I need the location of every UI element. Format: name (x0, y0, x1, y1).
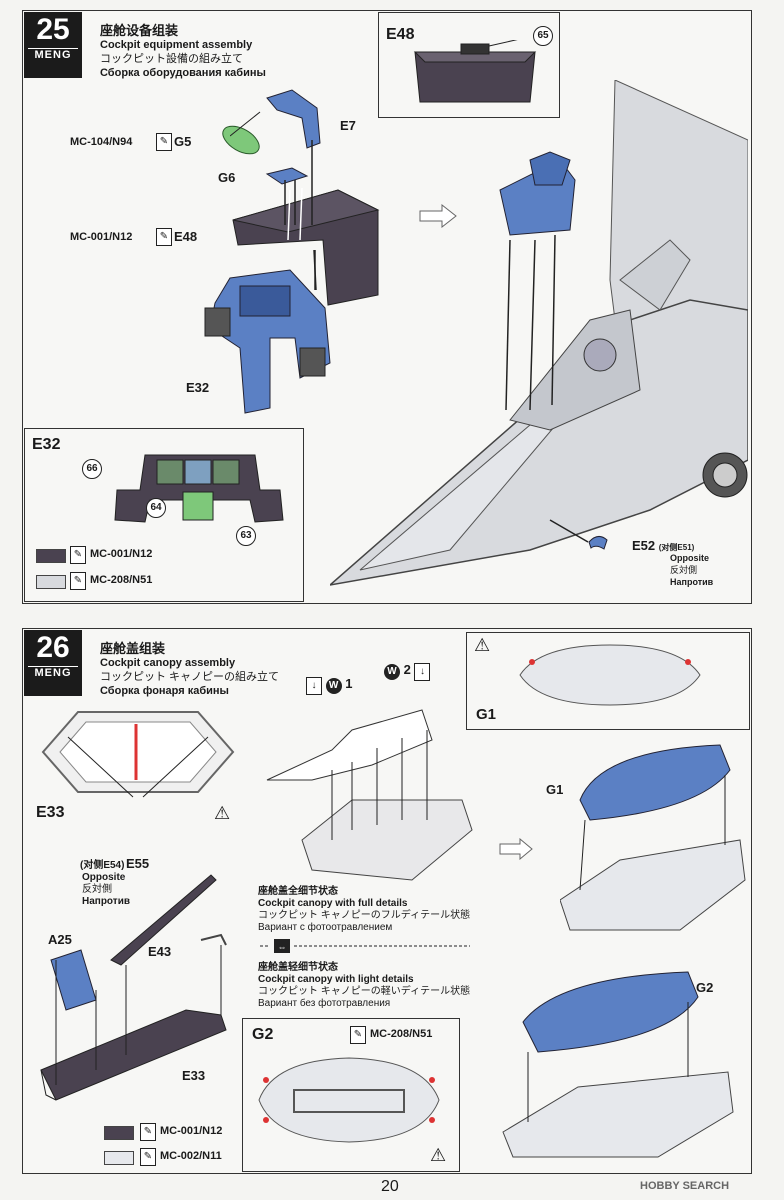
g1-label: G1 (546, 782, 564, 797)
brush-icon: ✎ (140, 1123, 156, 1141)
step-icon: ↓ (414, 663, 431, 681)
g2-inset-label: G2 (252, 1026, 274, 1043)
brush-icon: ✎ (350, 1026, 366, 1044)
legend-paint-2: MC-208/N51 (90, 574, 153, 586)
step-number: 26 (36, 631, 70, 664)
swatch-dark (36, 549, 66, 563)
step-25-title: 座舱设备组装 Cockpit equipment assembly コックピット… (100, 23, 266, 80)
page-number: 20 (381, 1178, 399, 1195)
e55-opposite-note: Opposite 反対側 Напротив (82, 872, 130, 907)
warning-icon: ⚠ (474, 635, 491, 655)
g1-inset-label: G1 (476, 706, 497, 723)
brush-icon: ✎ (140, 1148, 156, 1166)
g2-canopy-assembly (502, 971, 734, 1158)
brush-icon: ✎ (156, 133, 172, 151)
g6-part (265, 167, 309, 185)
g2-inset-canopy (258, 1057, 440, 1143)
e32-inset-label: E32 (32, 436, 61, 453)
brush-icon: ✎ (70, 546, 86, 564)
fighter-jet-illustration (330, 80, 748, 586)
swatch-light (104, 1151, 134, 1165)
full-details-caption: 座舱盖全细节状态 Cockpit canopy with full detail… (258, 886, 471, 933)
callout-66: 66 (82, 459, 102, 479)
e55-label: E55 (126, 856, 150, 871)
assembly-arrows (230, 111, 316, 290)
e7-part (266, 89, 321, 149)
step-26-badge: 26 MENG (24, 630, 82, 696)
brush-icon: ✎ (156, 228, 172, 246)
step-number: 25 (36, 13, 70, 46)
g1-canopy-assembly (560, 744, 746, 931)
e33-frame (41, 711, 235, 798)
canopy-frame-full-details (266, 709, 473, 881)
step-25-badge: 25 MENG (24, 12, 82, 78)
e32-inset-panel (114, 454, 284, 523)
w2-label: W 2 ↓ (384, 662, 431, 681)
legend-paint-1: MC-001/N12 (90, 548, 153, 560)
e7-label: E7 (340, 118, 356, 133)
a25-label: A25 (48, 932, 72, 947)
callout-64: 64 (146, 498, 166, 518)
e55-note: (对侧E54) (80, 860, 125, 871)
g5-label: G5 (174, 134, 192, 149)
brand-logo: MENG (28, 666, 78, 679)
step-26-title: 座舱盖组装 Cockpit canopy assembly コックピット キャノ… (100, 641, 280, 698)
brand-logo: MENG (28, 48, 78, 61)
warning-icon: ⚠ (214, 803, 231, 823)
g2-paint: MC-208/N51 (370, 1028, 433, 1040)
swatch-dark (104, 1126, 134, 1140)
callout-63: 63 (236, 526, 256, 546)
light-details-caption: 座舱盖轻细节状态 Cockpit canopy with light detai… (258, 962, 471, 1009)
callout-65: 65 (533, 26, 553, 46)
e52-label: E52 (对侧E51) (632, 538, 695, 553)
arrow-right-icon (499, 838, 533, 860)
e32-label: E32 (186, 380, 210, 395)
e52-opposite-note: Opposite 反対側 Напротив (670, 553, 714, 587)
warning-icon: ⚠ (430, 1145, 447, 1165)
e48-inset-part (413, 40, 537, 103)
e52-part (588, 536, 608, 550)
swatch-light (36, 575, 66, 589)
e48-label: E48 (174, 229, 198, 244)
legend-paint-1: MC-001/N12 (160, 1125, 223, 1137)
e33-label-bottom: E33 (182, 1068, 206, 1083)
watermark: HOBBY SEARCH (640, 1180, 730, 1192)
g1-inset-canopy (519, 644, 701, 706)
w-circle-icon: W (384, 664, 400, 680)
g6-label: G6 (218, 170, 236, 185)
arrow-right-icon (419, 204, 457, 228)
brush-icon: ✎ (70, 572, 86, 590)
option-divider: ⇔ (260, 939, 470, 953)
e43-label: E43 (148, 944, 172, 959)
e32-part (204, 269, 331, 414)
w-circle-icon: W (325, 678, 342, 694)
svg-text:⇔: ⇔ (278, 942, 287, 952)
legend-paint-2: MC-002/N11 (160, 1150, 222, 1162)
e48-paint: MC-001/N12 (70, 231, 133, 243)
g5-part (222, 125, 260, 155)
w1-label: ↓ W 1 (306, 676, 352, 695)
g2-label: G2 (696, 980, 714, 995)
e48-inset-label: E48 (386, 26, 415, 43)
g5-paint: MC-104/N94 (70, 136, 133, 148)
e33-label-top: E33 (36, 804, 65, 821)
e33-side-assembly (40, 874, 227, 1101)
step-icon: ↓ (306, 677, 322, 695)
